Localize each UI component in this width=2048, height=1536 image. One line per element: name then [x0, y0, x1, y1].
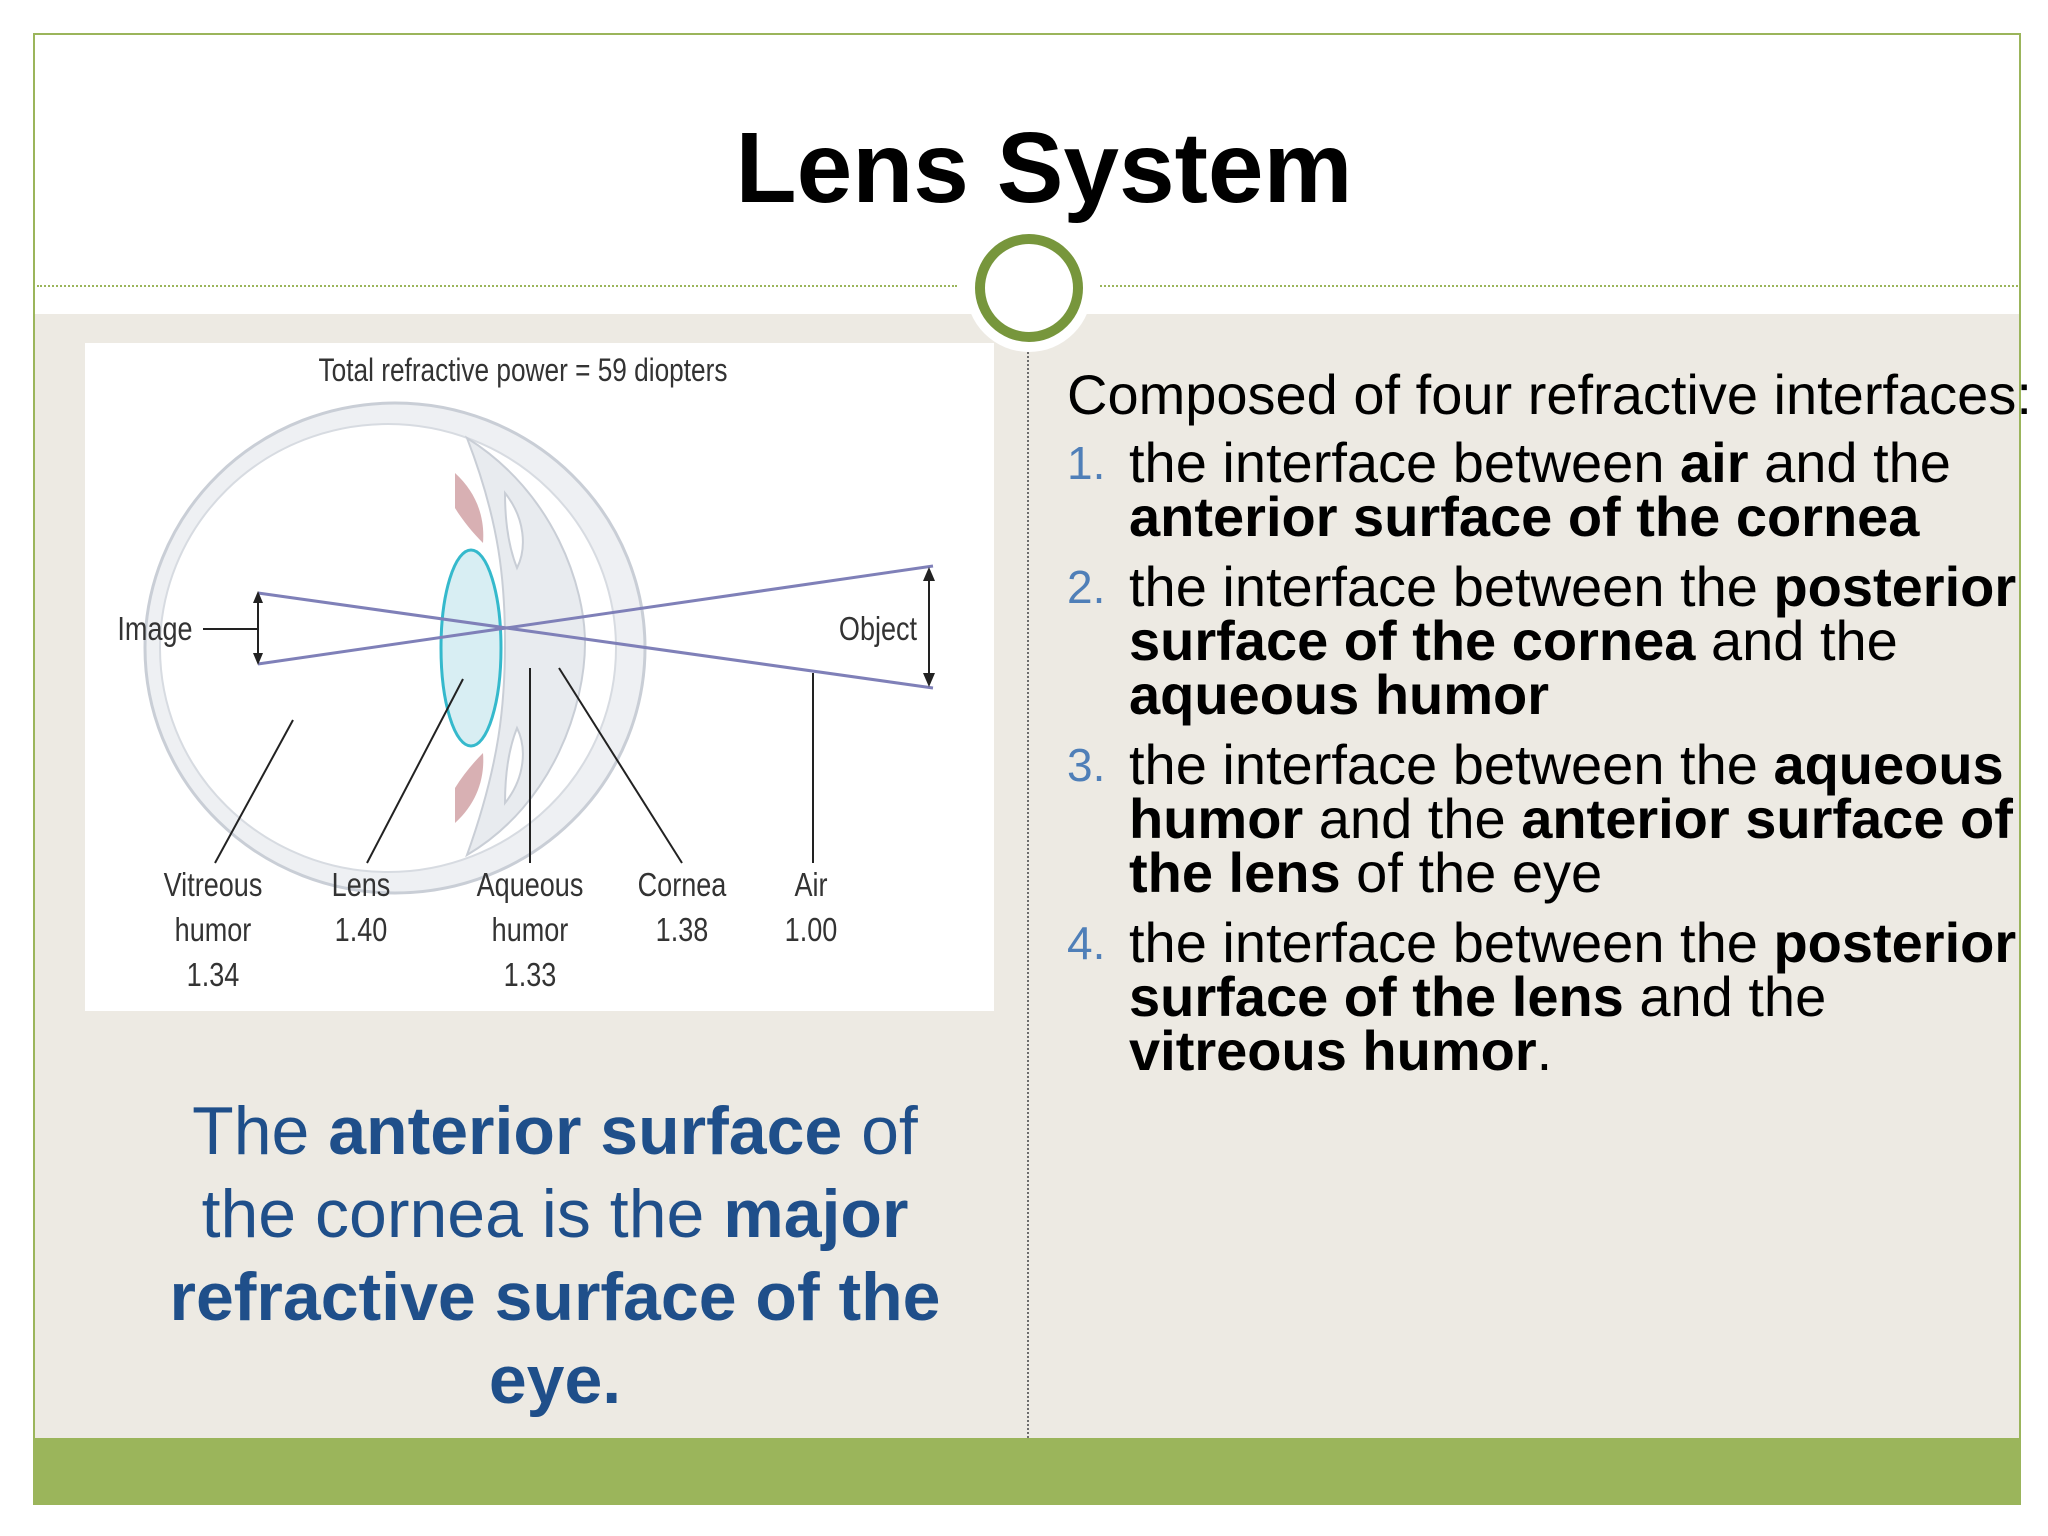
list-item: 3.the interface between the aqueous humo… — [1067, 737, 2037, 901]
object-arrow-top-icon — [923, 567, 935, 581]
list-item: 4.the interface between the posterior su… — [1067, 915, 2037, 1079]
caption-text-1: The — [192, 1093, 329, 1169]
caption-bold-2: major refractive surface of the eye. — [169, 1176, 941, 1418]
leader-cornea — [558, 667, 683, 864]
part-value: 1.34 — [187, 958, 240, 994]
part-name-2: humor — [175, 913, 252, 949]
diagram-heading: Total refractive power = 59 diopters — [319, 354, 728, 389]
part-name: Aqueous — [477, 868, 584, 904]
part-value: 1.38 — [656, 913, 709, 949]
cornea-shape — [464, 435, 587, 858]
list-bold: aqueous humor — [1129, 733, 2004, 850]
list-text: the interface between the — [1129, 911, 1774, 974]
caption-bold-1: anterior surface — [328, 1093, 843, 1169]
list-text: and the — [1695, 609, 1898, 672]
lens-shape — [439, 548, 503, 748]
list-number: 1. — [1067, 437, 1106, 489]
part-value: 1.40 — [335, 913, 388, 949]
iris-lower — [455, 753, 484, 823]
list-text: the interface between the — [1129, 733, 1774, 796]
list-text: of the eye — [1340, 841, 1603, 904]
aqueous-upper — [503, 490, 524, 571]
aqueous-lower — [503, 725, 524, 806]
image-arrow-bottom-icon — [253, 653, 263, 665]
list-text: the interface between the — [1129, 555, 1774, 618]
list-text: and the — [1303, 787, 1522, 850]
part-value: 1.33 — [504, 958, 557, 994]
caption-text-2: of the cornea is the — [201, 1093, 918, 1252]
list-item: 1.the interface between air and the ante… — [1067, 435, 2037, 545]
list-number: 2. — [1067, 561, 1106, 613]
list-text: . — [1536, 1019, 1553, 1082]
part-name: Air — [794, 868, 827, 904]
list-bold: vitreous humor — [1129, 1019, 1537, 1082]
list-bold: anterior surface of the lens — [1129, 787, 2013, 904]
iris-upper — [455, 473, 484, 543]
part-lens: Lens 1.40 — [332, 868, 391, 949]
part-cornea: Cornea 1.38 — [638, 868, 727, 949]
part-value: 1.00 — [785, 913, 838, 949]
eye-diagram-svg: Total refractive power = 59 diopters Obj… — [117, 354, 935, 994]
list-text: the interface between — [1129, 431, 1681, 494]
leader-vitreous — [214, 719, 294, 864]
ray-upper — [257, 564, 934, 666]
list-text: and the — [1748, 431, 1951, 494]
list-bold: posterior surface of the cornea — [1129, 555, 2017, 672]
diagram-caption: The anterior surface of the cornea is th… — [140, 1090, 970, 1422]
circle-ornament-icon — [975, 234, 1083, 342]
part-air: Air 1.00 — [785, 868, 838, 949]
image-arrow-top-icon — [253, 591, 263, 603]
list-number: 3. — [1067, 739, 1106, 791]
list-number: 4. — [1067, 917, 1106, 969]
bottom-accent-bar — [35, 1438, 2019, 1503]
list-item: 2.the interface between the posterior su… — [1067, 559, 2037, 723]
eye-diagram: Total refractive power = 59 diopters Obj… — [85, 343, 994, 1011]
interfaces-list: 1.the interface between air and the ante… — [1067, 435, 2037, 1079]
label-image: Image — [117, 612, 192, 648]
list-bold: posterior surface of the lens — [1129, 911, 2017, 1028]
part-name: Cornea — [638, 868, 727, 904]
part-name: Vitreous — [164, 868, 263, 904]
part-aqueous: Aqueous humor 1.33 — [477, 868, 584, 994]
title-rule-right — [1100, 285, 2018, 287]
leader-lens — [366, 678, 464, 864]
interfaces-text: Composed of four refractive interfaces: … — [1067, 363, 2037, 1094]
list-bold: air — [1680, 431, 1749, 494]
title-rule-left — [37, 285, 957, 287]
part-name: Lens — [332, 868, 391, 904]
ray-lower — [257, 591, 934, 690]
object-arrow-bottom-icon — [923, 673, 935, 687]
column-divider — [1027, 352, 1029, 1438]
slide-title: Lens System — [735, 112, 1353, 224]
interfaces-intro: Composed of four refractive interfaces: — [1067, 363, 2032, 426]
label-object: Object — [839, 612, 918, 648]
part-vitreous: Vitreous humor 1.34 — [164, 868, 263, 994]
list-text: and the — [1623, 965, 1827, 1028]
list-bold: anterior surface of the cornea — [1129, 485, 1920, 548]
part-name-2: humor — [492, 913, 569, 949]
list-bold: aqueous humor — [1129, 663, 1550, 726]
